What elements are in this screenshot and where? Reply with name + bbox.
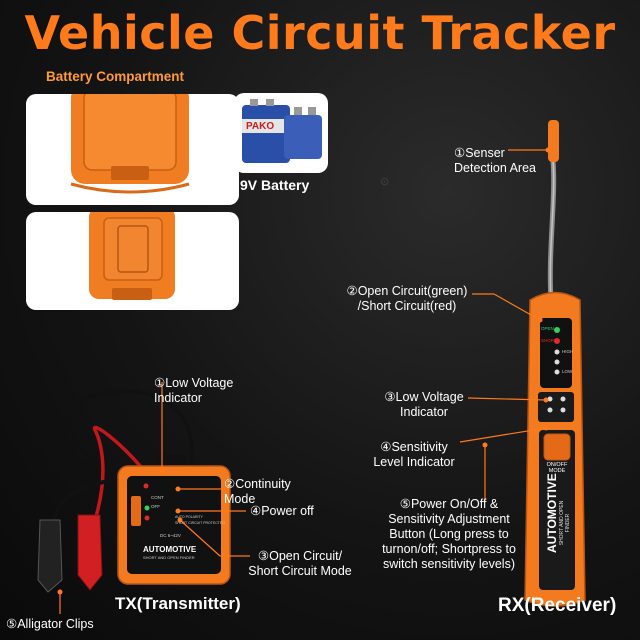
tx-device-brand: AUTOMOTIVE: [143, 545, 197, 554]
tx-mode-short: SHORT CIRCUIT PROTECTED: [175, 521, 225, 525]
rx-sensitivity-label: ④Sensitivity Level Indicator: [373, 440, 455, 469]
rx-device-subtext: SHORT AND OPEN FINDER: [559, 500, 571, 546]
battery-open-image: [89, 212, 175, 300]
rx-ind-low: LOW: [562, 369, 573, 374]
9v-battery-icon: [242, 99, 322, 163]
tx-continuity-label: ②Continuity Mode: [224, 477, 291, 506]
rx-device-brand: AUTOMOTIVE: [545, 473, 559, 553]
battery-image-box: PAKO: [234, 93, 328, 173]
tx-device-subtext: SHORT AND OPEN FINDER: [143, 555, 195, 560]
battery-compartment-panel-bottom: [26, 212, 239, 310]
rx-low-voltage-label: ③Low Voltage Indicator: [384, 390, 464, 419]
battery-compartment-panel-top: [26, 94, 239, 205]
page-title: Vehicle Circuit Tracker: [24, 6, 616, 60]
rx-open-short-label: ②Open Circuit(green) /Short Circuit(red): [346, 284, 468, 313]
tx-power-off-label: ④Power off: [250, 504, 314, 518]
bg-decoration: ⊙: [380, 176, 390, 188]
rx-ind-open: OPEN: [541, 326, 554, 331]
battery-brand: PAKO: [246, 121, 275, 132]
rx-ind-high: HIGH: [562, 349, 574, 354]
tx-open-short-label: ③Open Circuit/ Short Circuit Mode: [248, 549, 352, 578]
rx-button-label: ON/OFF MODE: [546, 462, 568, 474]
tx-voltage: DC 6~42V: [160, 533, 181, 538]
tx-name: TX(Transmitter): [115, 594, 241, 613]
rx-sensor-label: ①Senser Detection Area: [454, 146, 536, 175]
rx-device-text: AUTOMOTIVE SHORT AND OPEN FINDER: [545, 473, 571, 553]
rx-power-label: ⑤Power On/Off & Sensitivity Adjustment B…: [382, 497, 516, 571]
tx-mode-cont: CONT: [151, 495, 164, 500]
tx-clips-label: ⑤Alligator Clips: [6, 617, 94, 631]
tx-mode-off: OFF: [151, 504, 160, 509]
9v-battery-label: 9V Battery: [240, 177, 310, 193]
tx-mode-polarity: AUTO POLARITY: [175, 515, 203, 519]
rx-ind-short: SHORT: [541, 338, 557, 343]
tx-low-voltage-label: ①Low Voltage Indicator: [154, 376, 234, 405]
battery-compartment-label: Battery Compartment: [46, 69, 185, 84]
rx-name: RX(Receiver): [498, 595, 617, 616]
battery-cover-image: [70, 94, 190, 194]
